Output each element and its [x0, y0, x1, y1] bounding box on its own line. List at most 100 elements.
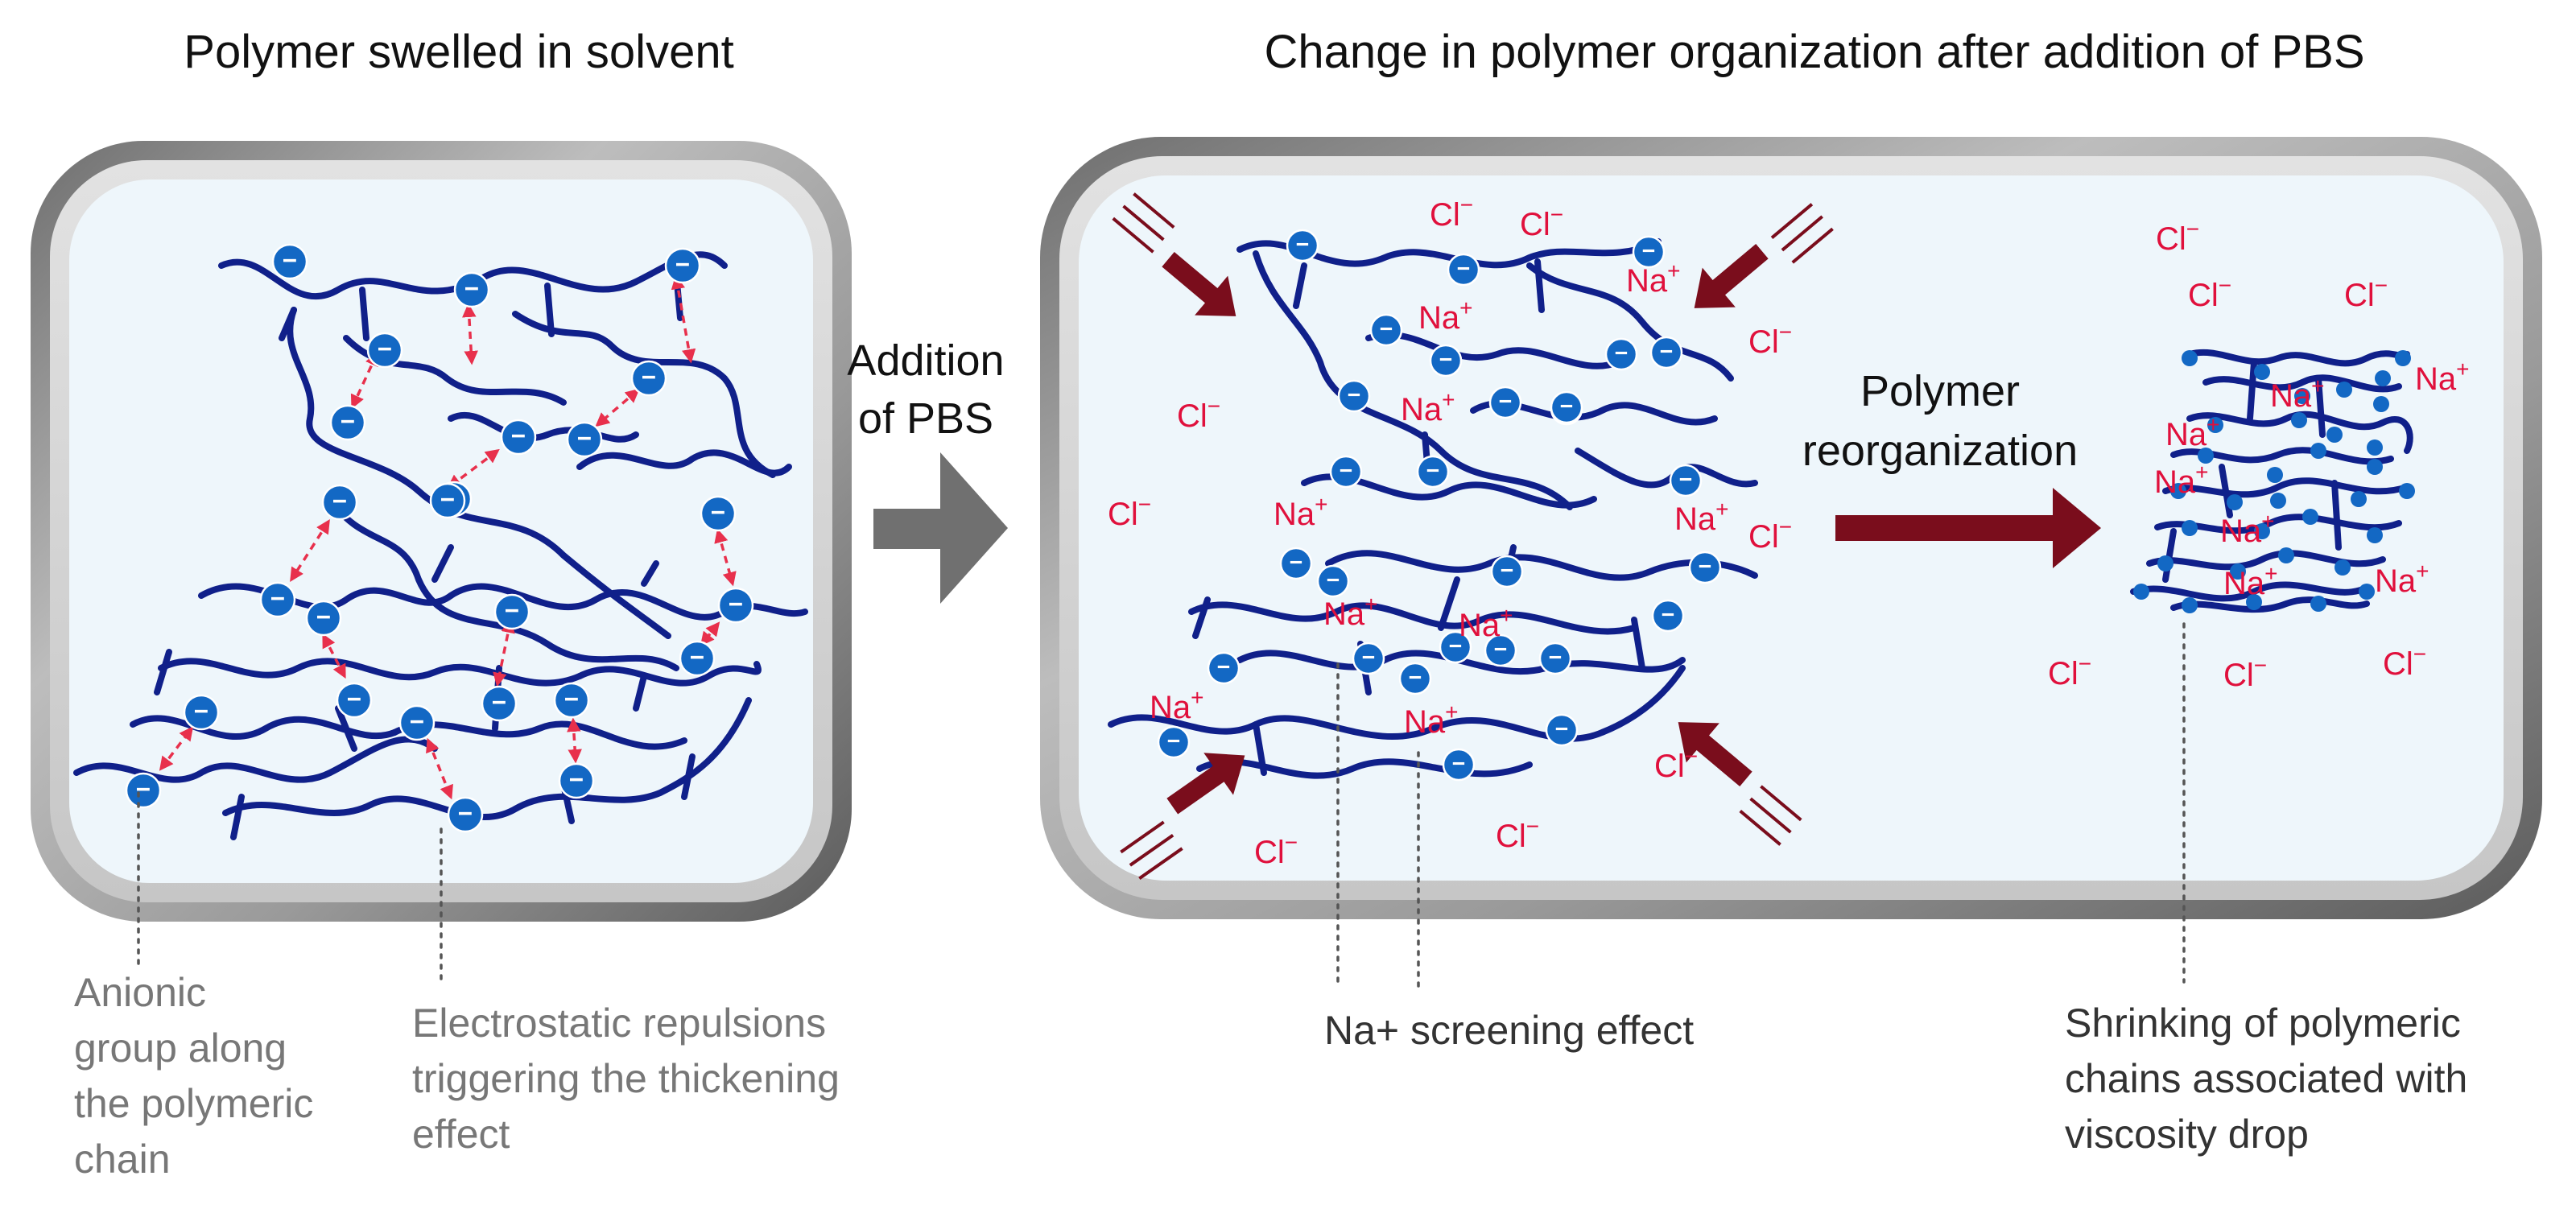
- svg-text:−: −: [690, 642, 704, 671]
- anionic-group: −: [493, 593, 530, 630]
- anionic-group: −: [1429, 344, 1463, 378]
- anionic-bead: [2157, 555, 2174, 571]
- svg-text:−: −: [1340, 458, 1353, 484]
- addition-label-line2: of PBS: [858, 394, 993, 443]
- anionic-bead: [2278, 547, 2294, 563]
- anionic-group: −: [1442, 748, 1476, 782]
- svg-text:−: −: [1699, 554, 1712, 580]
- anionic-bead: [2294, 388, 2310, 404]
- anionic-bead: [2291, 412, 2307, 428]
- anionic-bead: [2375, 370, 2391, 386]
- anionic-group: −: [1279, 547, 1313, 580]
- anionic-group: −: [1157, 725, 1191, 759]
- anionic-bead: [2310, 596, 2326, 612]
- svg-text:−: −: [1296, 232, 1310, 258]
- anionic-group: −: [630, 360, 667, 397]
- svg-text:−: −: [332, 486, 347, 515]
- anionic-group: −: [1545, 713, 1579, 747]
- left-panel-title: Polymer swelled in solvent: [184, 26, 733, 78]
- sodium-ion: Na+: [2415, 357, 2470, 397]
- shrinking-caption: Shrinking of polymeric chains associated…: [2065, 1001, 2479, 1157]
- svg-text:−: −: [711, 497, 725, 526]
- svg-text:−: −: [270, 584, 285, 613]
- svg-text:−: −: [464, 274, 479, 303]
- svg-text:−: −: [1290, 550, 1303, 576]
- chloride-ion: Cl−: [1654, 744, 1698, 784]
- anionic-groups-shrunken: [2133, 350, 2415, 613]
- anionic-group: −: [453, 271, 490, 308]
- anionic-bead: [2267, 467, 2283, 483]
- anionic-group: −: [553, 682, 590, 719]
- svg-text:−: −: [316, 602, 331, 631]
- svg-text:−: −: [1327, 567, 1340, 593]
- repulsion-caption: Electrostatic repulsions triggering the …: [412, 1001, 851, 1157]
- svg-text:−: −: [1499, 389, 1513, 415]
- svg-text:−: −: [675, 250, 690, 279]
- anionic-bead: [2182, 520, 2198, 536]
- pbs-inflow-arrows: [1112, 192, 1834, 880]
- anionic-group: −: [1369, 313, 1403, 347]
- anionic-group: −: [321, 484, 358, 521]
- svg-text:−: −: [458, 798, 473, 827]
- anionic-bead: [2230, 563, 2246, 580]
- anionic-group: −: [1329, 455, 1363, 489]
- svg-text:−: −: [194, 696, 208, 725]
- anionic-group: −: [1484, 633, 1517, 667]
- svg-text:−: −: [1457, 256, 1471, 282]
- anionic-bead: [2373, 396, 2389, 412]
- svg-text:−: −: [1452, 751, 1466, 777]
- anionic-group: −: [1550, 390, 1583, 424]
- svg-text:−: −: [1555, 716, 1569, 742]
- svg-text:−: −: [378, 334, 392, 363]
- anionic-group: −: [1490, 555, 1524, 588]
- svg-text:−: −: [347, 684, 361, 713]
- electrostatic-repulsion-arrows: [159, 274, 737, 800]
- process-arrow: [873, 452, 1008, 604]
- anionic-bead: [2351, 491, 2367, 507]
- anionic-bead: [2254, 364, 2270, 380]
- svg-text:−: −: [283, 246, 297, 274]
- svg-text:−: −: [1439, 347, 1453, 373]
- anionic-bead: [2182, 350, 2198, 366]
- anionic-group: −: [700, 495, 737, 532]
- anionic-groups-right: −−−−−−−−−−−−−−−−−−−−−−−−−−−−: [1157, 229, 1722, 782]
- anionic-group: −: [125, 772, 162, 809]
- svg-text:−: −: [1615, 340, 1629, 366]
- svg-text:−: −: [1679, 467, 1693, 493]
- anionic-group: −: [1604, 337, 1638, 371]
- anionic-group: −: [1649, 336, 1683, 369]
- anionic-bead: [2399, 483, 2415, 499]
- anionic-bead: [2302, 509, 2318, 525]
- svg-text:−: −: [1348, 382, 1361, 408]
- anionic-group: −: [1316, 564, 1350, 598]
- svg-text:−: −: [642, 362, 656, 391]
- anionic-group: −: [1447, 253, 1480, 287]
- anionic-group: −: [1669, 464, 1703, 497]
- anionic-bead: [2254, 523, 2270, 539]
- anionic-group: −: [329, 404, 366, 441]
- anionic-group: −: [398, 704, 436, 741]
- anionic-bead: [2367, 459, 2383, 475]
- anionic-group: −: [1688, 551, 1722, 584]
- reorganization-label: Polymer: [1860, 367, 2020, 415]
- anionic-group: −: [1651, 599, 1685, 633]
- svg-text:−: −: [1380, 316, 1393, 342]
- anionic-group: −: [1207, 651, 1241, 685]
- reorganization-label-line2: reorganization: [1802, 427, 2078, 475]
- svg-text:−: −: [1449, 633, 1463, 659]
- addition-of-pbs-step: Addition of PBS: [847, 336, 1008, 604]
- svg-text:−: −: [1362, 645, 1376, 671]
- sodium-ion: Na+: [2154, 460, 2209, 500]
- anionic-bead: [2334, 559, 2351, 576]
- anionic-group: −: [1398, 662, 1432, 695]
- caption-leader-lines: [137, 622, 2186, 988]
- anionic-bead: [2310, 443, 2326, 459]
- anionic-group: −: [1632, 235, 1666, 269]
- shrunken-polymer-chains: [2130, 349, 2413, 613]
- svg-text:−: −: [1642, 238, 1656, 264]
- screening-caption: Na+ screening effect: [1324, 1008, 1694, 1053]
- anionic-bead: [2359, 584, 2375, 600]
- sodium-ion: Na+: [2270, 373, 2325, 414]
- svg-text:−: −: [1501, 558, 1514, 584]
- right-panel-title: Change in polymer organization after add…: [1264, 26, 2364, 78]
